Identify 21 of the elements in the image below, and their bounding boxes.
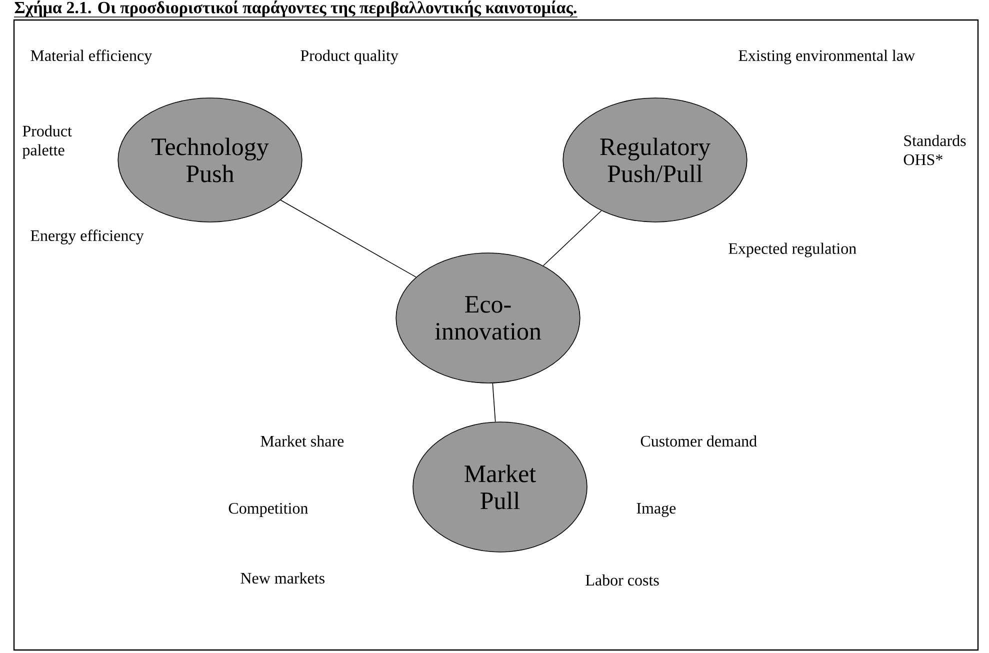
factor-label: Labor costs [586,574,659,586]
factor-label: Existing environmental law [738,50,915,64]
ellipse-node: Market Pull [412,422,588,552]
ellipse-node: Technology Push [118,98,302,222]
factor-label: Customer demand [640,435,757,447]
factor-label: Product quality [300,50,398,64]
factor-label: Standards OHS* [904,134,966,166]
ellipse-node: Eco-innovation [396,252,580,384]
factor-label: Competition [228,503,308,517]
factor-label: Image [636,503,676,517]
factor-label: Product palette [22,125,72,159]
connector-line [280,200,416,278]
ellipse-node: Regulatory Push/Pull [562,98,748,222]
factor-label: Energy efficiency [30,230,144,244]
factor-label: New markets [240,572,324,584]
factor-label: Expected regulation [728,242,856,258]
title: Σχήμα 2.1. Οι προσδιοριστικοί παράγοντες της περιβαλλοντικής καινοτομίας. [14,0,578,18]
factor-label: Material efficiency [30,50,152,64]
connector-line [492,382,496,422]
connector-line [542,210,602,266]
factor-label: Market share [260,435,344,447]
